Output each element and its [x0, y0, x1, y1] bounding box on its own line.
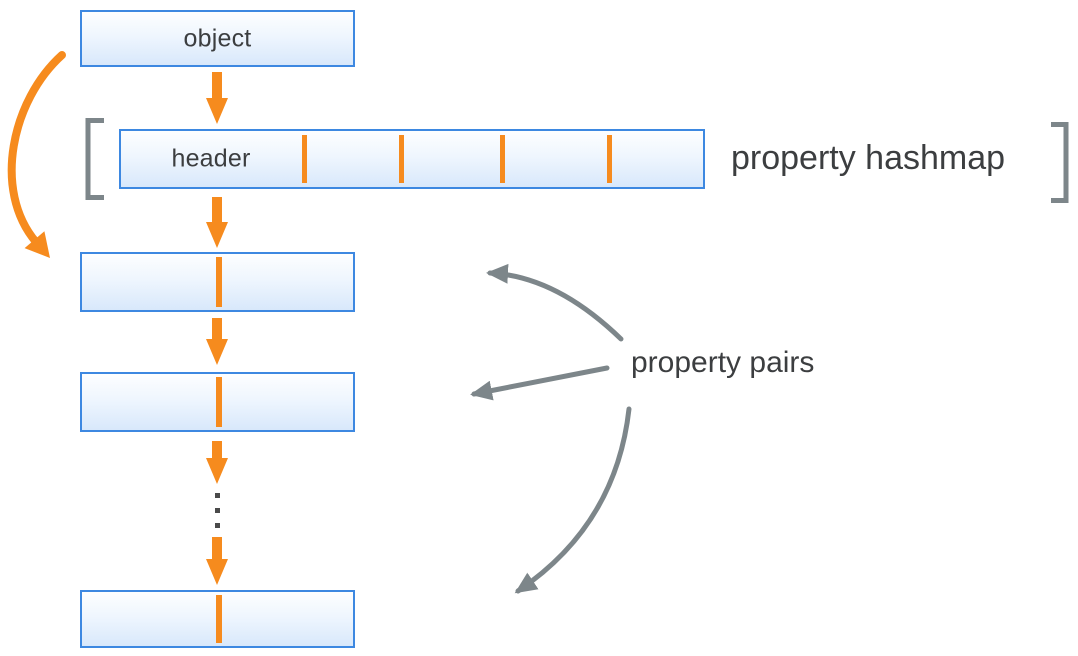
ellipsis-dot [215, 523, 220, 528]
slot-divider-tick [399, 135, 404, 183]
curved-arrow-object-to-pairs [7, 51, 66, 246]
slot-divider-tick [302, 135, 307, 183]
pair-divider-tick [216, 257, 222, 307]
gray-arrow-to-pair3 [514, 406, 632, 594]
down-arrow-header-to-pair1 [206, 197, 228, 248]
down-arrow-ellipsis-to-pair3 [206, 537, 228, 585]
property-pairs-label: property pairs [631, 346, 815, 379]
pair-divider-tick [216, 595, 222, 643]
property-pair-box [80, 372, 355, 432]
property-pair-box [80, 252, 355, 312]
slot-divider-tick [607, 135, 612, 183]
hashmap-header-box: header [119, 129, 705, 189]
left-bracket [85, 118, 104, 200]
down-arrow-pair1-to-pair2 [206, 318, 228, 365]
down-arrow-pair2-to-ellipsis [206, 441, 228, 484]
down-arrow-object-to-header [206, 72, 228, 124]
property-hashmap-label: property hashmap [731, 139, 1006, 177]
ellipsis-dot [215, 508, 220, 513]
header-label: header [171, 144, 251, 173]
property-pair-box [80, 590, 355, 648]
curved-arrow-object-to-pairs-head [24, 231, 50, 258]
gray-arrow-to-pair1 [486, 263, 624, 342]
right-bracket [1051, 122, 1069, 203]
ellipsis-dot [215, 493, 220, 498]
slot-divider-tick [500, 135, 505, 183]
object-box: object [80, 10, 355, 67]
pair-divider-tick [216, 377, 222, 427]
object-label: object [183, 24, 252, 52]
gray-arrow-to-pair2 [470, 365, 610, 401]
